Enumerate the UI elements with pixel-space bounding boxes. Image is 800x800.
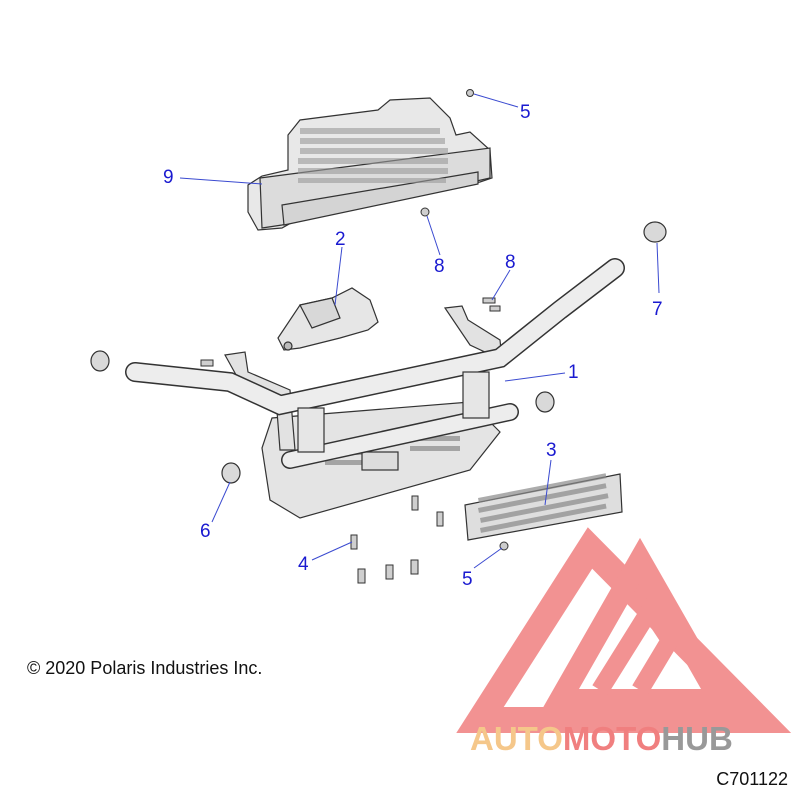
part-1-bumper-tube [125, 258, 625, 519]
callout-4: 4 [298, 554, 309, 575]
callout-9: 9 [163, 167, 174, 188]
diagram-id: C701122 [716, 769, 788, 789]
callout-8-left: 8 [434, 256, 445, 277]
callout-7: 7 [652, 299, 663, 320]
callout-5-top: 5 [520, 102, 531, 123]
part-7-plug [643, 221, 667, 243]
callout-8-right: 8 [505, 252, 516, 273]
part-6-plug [221, 462, 241, 484]
watermark-moto: MOTO [562, 720, 662, 757]
part-4-fasteners [200, 359, 444, 584]
part-8-bolts [420, 207, 501, 312]
copyright-text: © 2020 Polaris Industries Inc. [27, 658, 263, 678]
watermark-auto: AUTO [470, 720, 563, 757]
callout-6: 6 [200, 521, 211, 542]
part-3-grille-insert [464, 473, 623, 541]
part-2-mount-bracket [277, 287, 379, 351]
callout-3: 3 [546, 440, 557, 461]
part-5-nut-top [466, 89, 474, 97]
watermark-hub: HUB [661, 720, 733, 757]
callout-5-bottom: 5 [462, 569, 473, 590]
watermark-logo-icon [456, 527, 792, 733]
callout-1: 1 [568, 362, 579, 383]
watermark-brand-text: AUTOMOTOHUB [470, 720, 733, 758]
plug-caps [90, 221, 667, 484]
part-9-upper-grille-panel [247, 97, 493, 231]
callout-2: 2 [335, 229, 346, 250]
leader-lines [179, 93, 660, 569]
